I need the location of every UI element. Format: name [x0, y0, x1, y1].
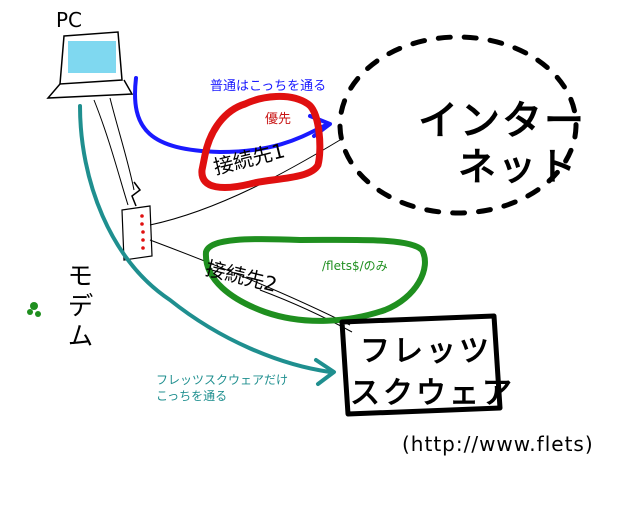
flets-square-label-line2: スクウェア: [350, 368, 515, 412]
priority-label: 優先: [265, 108, 291, 127]
internet-label-line2: ネット: [458, 136, 578, 191]
modem-icon: [122, 182, 152, 260]
green-mark: [27, 302, 41, 317]
flets-url-label: (http://www.flets): [402, 432, 594, 456]
pc-icon: [48, 32, 132, 98]
flets-only-label: /flets$/のみ: [322, 257, 388, 274]
pc-screen: [68, 41, 116, 73]
flets-square-label-line1: フレッツ: [360, 326, 492, 370]
normal-route-label: 普通はこっちを通る: [210, 75, 326, 94]
flets-square-route-label-line2: こっちを通る: [156, 388, 288, 404]
flets-square-route-label-line1: フレッツスクウェアだけ: [156, 372, 288, 388]
modem-label: モデム: [60, 262, 97, 352]
flets-square-route-label: フレッツスクウェアだけ こっちを通る: [156, 372, 288, 404]
pc-label: PC: [56, 8, 82, 32]
